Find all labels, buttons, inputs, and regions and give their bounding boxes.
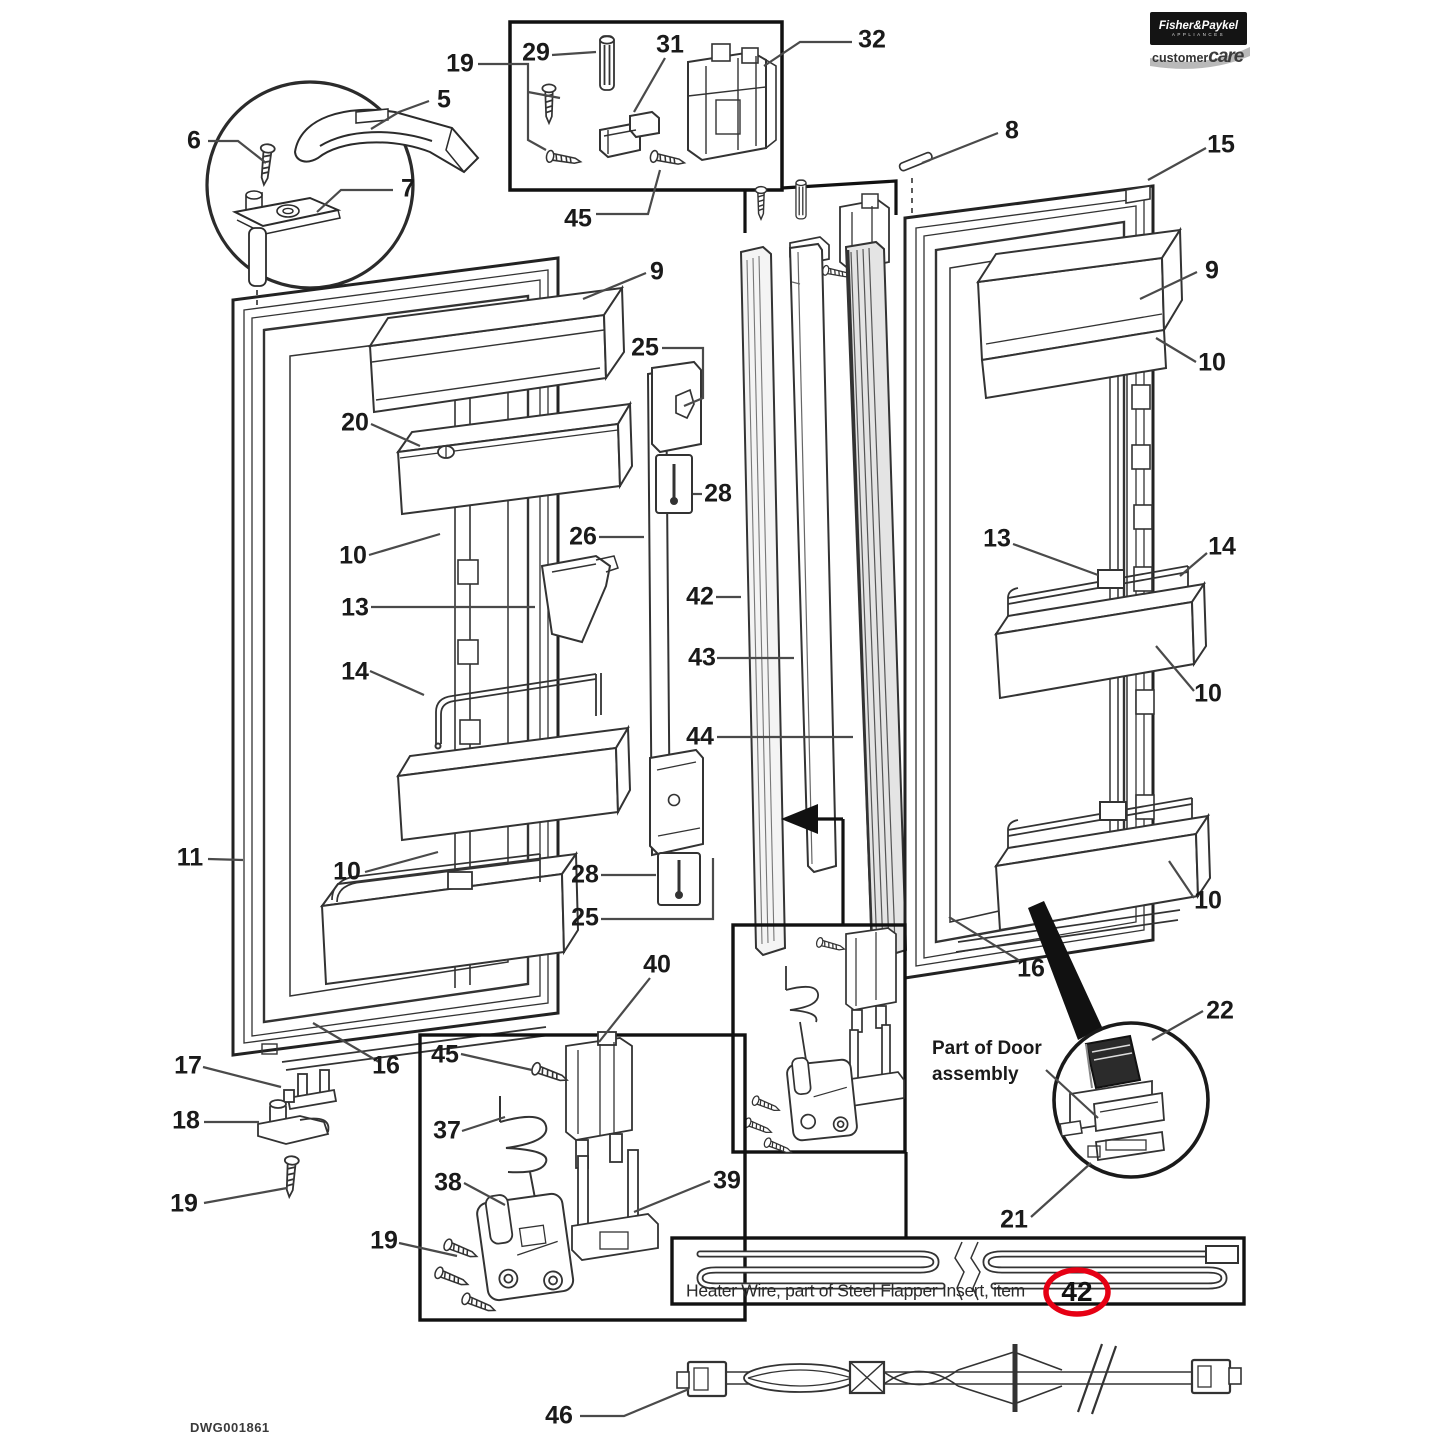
callout-38: 38 [434, 1168, 462, 1197]
callout-10-left-top: 10 [339, 541, 367, 570]
heater-wire-box-illustration [670, 1236, 1246, 1317]
callout-18: 18 [172, 1106, 200, 1135]
callout-31: 31 [656, 30, 684, 59]
callout-14-left: 14 [341, 657, 369, 686]
heater-wire-note: Heater Wire, part of Steel Flapper Inser… [686, 1280, 1025, 1301]
callout-19-box: 19 [370, 1226, 398, 1255]
heater-wire-item-number: 42 [1061, 1276, 1093, 1307]
fisher-paykel-logo-text: Fisher&Paykel [1158, 19, 1239, 32]
lower-left-parts-box-illustration [418, 1031, 747, 1322]
part-of-door-line1: Part of Door [932, 1038, 1042, 1059]
top-parts-box-illustration [508, 20, 784, 192]
callout-11: 11 [176, 843, 204, 872]
customer-care-word: care [1208, 46, 1244, 67]
callout-6: 6 [187, 126, 201, 155]
callout-10-right-mid: 10 [1194, 679, 1222, 708]
left-door-illustration [231, 256, 634, 1071]
callout-20: 20 [341, 408, 369, 437]
callout-10-right-bot: 10 [1194, 886, 1222, 915]
callout-22: 22 [1206, 996, 1234, 1025]
middle-parts-box-illustration [731, 923, 908, 1238]
fisher-paykel-logo-subtext: APPLIANCES [1171, 31, 1226, 37]
callout-16-left: 16 [372, 1051, 400, 1080]
drawing-number: DWG001861 [190, 1420, 270, 1435]
callout-32: 32 [858, 25, 886, 54]
customer-care-logo: customercare [1152, 46, 1244, 68]
callout-16-right: 16 [1017, 954, 1045, 983]
callout-7: 7 [401, 174, 415, 203]
harness-46-illustration [676, 1343, 1242, 1415]
callout-15: 15 [1207, 130, 1235, 159]
callout-40: 40 [643, 950, 671, 979]
bottom-hinge-parts-illustration [257, 1069, 338, 1199]
door-flapper-detail-circle-illustration [1028, 901, 1210, 1179]
callout-21: 21 [1000, 1205, 1028, 1234]
center-strips-illustration [646, 240, 908, 960]
callout-45-box: 45 [431, 1040, 459, 1069]
callout-26: 26 [569, 522, 597, 551]
callout-37: 37 [433, 1116, 461, 1145]
item-42-highlight-circle [1043, 1267, 1111, 1317]
customer-care-prefix: customer [1152, 51, 1209, 65]
callout-42: 42 [686, 582, 714, 611]
callout-19-hinge: 19 [170, 1189, 198, 1218]
callout-44: 44 [686, 722, 714, 751]
part-of-door-note: Part of Door assembly [932, 1036, 1042, 1088]
part-of-door-line2: assembly [932, 1064, 1019, 1085]
callout-28-top: 28 [704, 479, 732, 508]
callout-5: 5 [437, 85, 451, 114]
callout-9-right: 9 [1205, 256, 1219, 285]
callout-45-top: 45 [564, 204, 592, 233]
callout-25-top: 25 [631, 333, 659, 362]
callout-43: 43 [688, 643, 716, 672]
callout-10-right-top: 10 [1198, 348, 1226, 377]
callout-13-left: 13 [341, 593, 369, 622]
leader-lines [202, 40, 1208, 1418]
callout-10-left-bot: 10 [333, 857, 361, 886]
callout-29: 29 [522, 38, 550, 67]
callout-25-bottom: 25 [571, 903, 599, 932]
callout-28-bottom: 28 [571, 860, 599, 889]
callout-17: 17 [174, 1051, 202, 1080]
callout-13-right: 13 [983, 524, 1011, 553]
callout-39: 39 [713, 1166, 741, 1195]
right-door-illustration [903, 184, 1212, 980]
callout-19-top: 19 [446, 49, 474, 78]
callout-14-right: 14 [1208, 532, 1236, 561]
callout-9-left: 9 [650, 257, 664, 286]
top-hinge-group-illustration [205, 80, 480, 310]
callout-46: 46 [545, 1401, 573, 1430]
customer-care-swoosh [1150, 47, 1250, 69]
fisher-paykel-logo: Fisher&Paykel APPLIANCES [1150, 12, 1247, 45]
callout-8: 8 [1005, 116, 1019, 145]
